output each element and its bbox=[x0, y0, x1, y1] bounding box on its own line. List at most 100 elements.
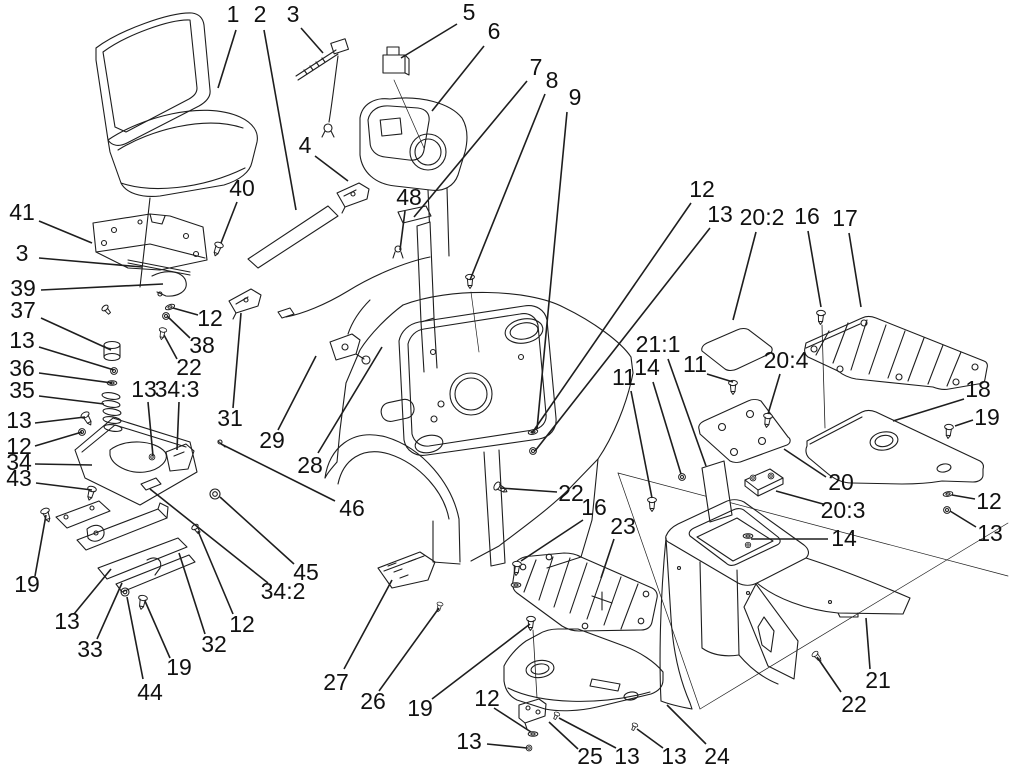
leader-line-13 bbox=[147, 401, 154, 457]
part-label-19: 19 bbox=[14, 571, 40, 597]
panel-latch-cable-parts bbox=[229, 183, 430, 364]
leader-line-2 bbox=[263, 29, 297, 211]
leader-line-22 bbox=[499, 487, 558, 493]
leader-line-35 bbox=[38, 395, 105, 405]
part-label-20: 20 bbox=[828, 469, 854, 495]
leader-line-38 bbox=[166, 315, 191, 339]
leader-line-13 bbox=[486, 743, 528, 749]
part-label-17: 17 bbox=[832, 205, 858, 231]
leader-line-20:2 bbox=[732, 231, 757, 321]
part-label-12: 12 bbox=[197, 305, 223, 331]
part-label-46: 46 bbox=[339, 495, 365, 521]
leader-line-34:3 bbox=[176, 401, 180, 451]
part-label-7: 7 bbox=[530, 54, 543, 80]
leader-line-27 bbox=[343, 579, 393, 670]
leader-line-34 bbox=[34, 463, 93, 466]
part-label-34:2: 34:2 bbox=[261, 578, 306, 604]
leader-line-20:3 bbox=[775, 490, 824, 505]
leader-line-31 bbox=[232, 312, 242, 409]
reference-plane bbox=[618, 473, 1008, 709]
part-label-37: 37 bbox=[10, 297, 36, 323]
leader-line-11 bbox=[706, 373, 734, 383]
part-label-2: 2 bbox=[254, 1, 267, 27]
part-label-12: 12 bbox=[689, 176, 715, 202]
part-label-34: 34 bbox=[6, 449, 32, 475]
leader-line-13 bbox=[949, 510, 977, 528]
part-label-6: 6 bbox=[488, 18, 501, 44]
part-label-13: 13 bbox=[614, 743, 640, 769]
leader-line-36 bbox=[38, 372, 113, 384]
part-label-11: 11 bbox=[612, 364, 636, 390]
leader-line-37 bbox=[40, 317, 112, 351]
leader-line-18 bbox=[892, 398, 965, 422]
part-label-26: 26 bbox=[360, 688, 386, 714]
part-label-19: 19 bbox=[974, 404, 1000, 430]
part-label-43: 43 bbox=[6, 465, 32, 491]
leader-line-5 bbox=[400, 23, 458, 59]
leader-line-14 bbox=[652, 381, 682, 475]
part-label-9: 9 bbox=[569, 84, 582, 110]
leader-line-21 bbox=[865, 617, 871, 670]
part-label-8: 8 bbox=[546, 67, 559, 93]
slide-rail-parts bbox=[39, 302, 203, 611]
part-label-38: 38 bbox=[189, 332, 215, 358]
leader-line-13 bbox=[636, 728, 664, 749]
console-part bbox=[360, 98, 479, 372]
latch-rod bbox=[128, 260, 190, 275]
leader-line-44 bbox=[126, 596, 144, 680]
leader-line-6 bbox=[431, 45, 485, 112]
leader-line-33 bbox=[96, 582, 123, 640]
leader-line-1 bbox=[217, 29, 237, 89]
left-footrest-parts bbox=[504, 553, 663, 752]
part-label-36: 36 bbox=[9, 355, 35, 381]
leader-line-12 bbox=[197, 530, 234, 615]
part-label-19: 19 bbox=[407, 695, 433, 721]
part-label-34:3: 34:3 bbox=[155, 376, 200, 402]
leader-line-40 bbox=[220, 201, 238, 244]
part-label-20:3: 20:3 bbox=[821, 497, 866, 523]
part-label-33: 33 bbox=[77, 636, 103, 662]
part-label-16: 16 bbox=[794, 203, 820, 229]
leader-line-13 bbox=[558, 717, 617, 749]
leader-line-34:2 bbox=[149, 488, 269, 584]
leader-line-29 bbox=[277, 355, 317, 431]
part-label-13: 13 bbox=[6, 407, 32, 433]
leader-line-23 bbox=[600, 538, 615, 579]
part-label-13: 13 bbox=[661, 743, 687, 769]
part-label-12: 12 bbox=[6, 433, 32, 459]
leader-line-16 bbox=[520, 519, 584, 562]
rear-fender-part bbox=[660, 500, 910, 709]
leader-line-3 bbox=[38, 257, 143, 268]
leader-line-32 bbox=[178, 552, 206, 635]
part-label-31: 31 bbox=[217, 405, 243, 431]
leader-line-11 bbox=[630, 390, 653, 499]
part-label-13: 13 bbox=[131, 376, 157, 402]
leader-line-13 bbox=[73, 568, 112, 615]
part-label-40: 40 bbox=[229, 175, 255, 201]
part-label-45: 45 bbox=[293, 559, 319, 585]
leader-line-46 bbox=[220, 443, 336, 502]
leader-line-19 bbox=[34, 514, 47, 577]
leader-line-21:1 bbox=[667, 358, 707, 467]
part-label-23: 23 bbox=[610, 513, 636, 539]
leader-line-19 bbox=[954, 419, 974, 427]
part-label-1: 1 bbox=[227, 1, 240, 27]
part-label-14: 14 bbox=[634, 354, 660, 380]
leader-line-22 bbox=[816, 656, 842, 693]
leader-line-7 bbox=[413, 80, 528, 218]
leader-line-12 bbox=[172, 307, 199, 316]
leader-line-24 bbox=[666, 704, 707, 745]
leader-line-25 bbox=[548, 721, 579, 750]
part-label-19: 19 bbox=[166, 654, 192, 680]
leader-line-13 bbox=[34, 416, 86, 424]
part-label-22: 22 bbox=[558, 480, 584, 506]
part-label-12: 12 bbox=[229, 611, 255, 637]
part-label-35: 35 bbox=[9, 377, 35, 403]
part-label-21: 21 bbox=[865, 667, 891, 693]
leader-line-43 bbox=[35, 482, 93, 491]
leader-line-28 bbox=[317, 346, 383, 454]
leader-line-19 bbox=[431, 623, 531, 700]
leader-line-17 bbox=[848, 232, 862, 308]
